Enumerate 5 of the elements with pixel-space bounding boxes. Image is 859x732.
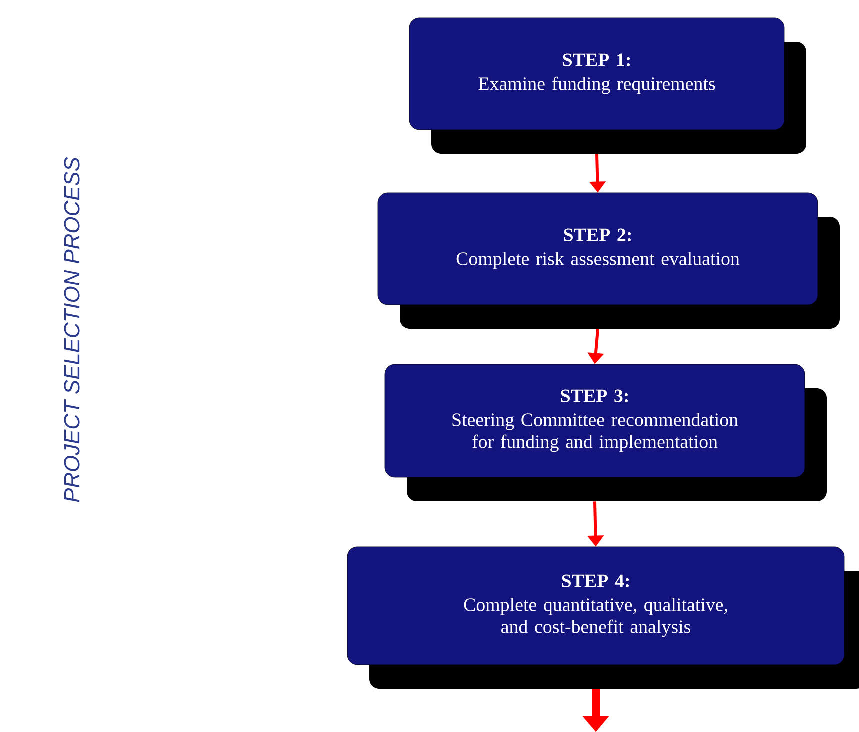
step-box: STEP 2: Complete risk assessment evaluation — [378, 192, 840, 329]
step-box: STEP 4: Complete quantitative, qualitative, and cost-benefit analysis — [347, 546, 859, 689]
step-box: STEP 1: Examine funding requirements — [409, 18, 806, 154]
vertical-title: PROJECT SELECTION PROCESS — [64, 157, 80, 502]
step-box: STEP 3: Steering Committee recommendation for funding and implementation — [384, 364, 827, 502]
